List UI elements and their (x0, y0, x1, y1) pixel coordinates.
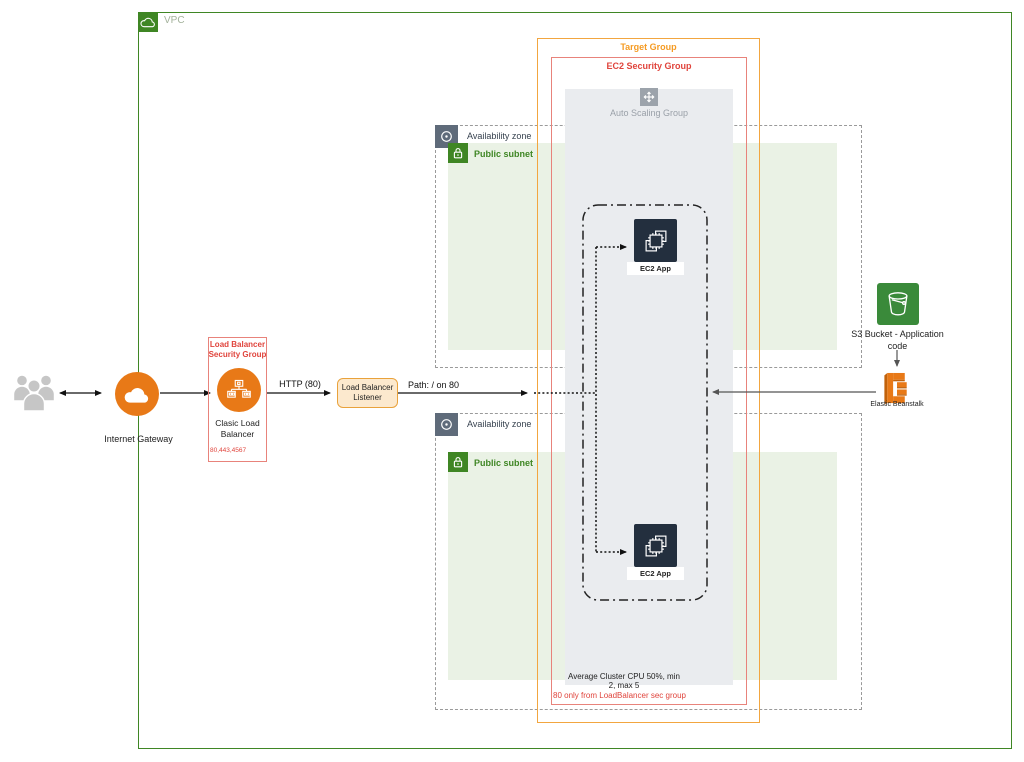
elastic-beanstalk-label: Elastic Beanstalk (870, 401, 924, 408)
lb-ports-label: 80,443,4567 (210, 447, 247, 454)
auto-scaling-group-label: Auto Scaling Group (609, 108, 689, 118)
lb-security-group-label: Load Balancer Security Group (208, 340, 267, 359)
classic-load-balancer-icon (217, 368, 261, 412)
ec2-app-label: EC2 App (627, 567, 684, 580)
public-subnet-lock-icon (448, 452, 468, 472)
public-subnet-lock-icon (448, 143, 468, 163)
internet-gateway-icon (115, 372, 159, 416)
edge-label-path: Path: / on 80 (408, 380, 460, 390)
auto-scaling-policy: Average Cluster CPU 50%, min 2, max 5 (568, 672, 680, 690)
availability-zone-label: Availability zone (467, 419, 532, 429)
edge-label-http: HTTP (80) (279, 379, 321, 389)
ec2-app-icon (634, 524, 677, 567)
ec2-security-group-label: EC2 Security Group (606, 61, 692, 71)
lb-security-group-box (208, 337, 267, 462)
auto-scaling-icon (640, 88, 658, 106)
ec2-security-group-rule: 80 only from LoadBalancer sec group (553, 691, 686, 700)
classic-load-balancer-label: Clasic Load Balancer (215, 418, 260, 440)
target-group-label: Target Group (620, 42, 677, 52)
availability-zone-label: Availability zone (467, 131, 532, 141)
vpc-cloud-icon (138, 12, 158, 32)
s3-bucket-label: S3 Bucket - Application code (851, 329, 944, 352)
internet-gateway-label: Internet Gateway (104, 434, 173, 444)
availability-zone-icon (435, 125, 458, 148)
users-icon (10, 370, 58, 414)
public-subnet-label: Public subnet (474, 149, 534, 159)
ec2-app-label: EC2 App (627, 262, 684, 275)
availability-zone-icon (435, 413, 458, 436)
elastic-beanstalk-icon (877, 372, 917, 405)
ec2-security-group-box (551, 57, 747, 705)
ec2-app-icon (634, 219, 677, 262)
load-balancer-listener: Load Balancer Listener (337, 378, 398, 408)
target-group-box (537, 38, 760, 723)
vpc-label: VPC (164, 15, 185, 26)
public-subnet-label: Public subnet (474, 458, 534, 468)
s3-bucket-icon (877, 283, 919, 325)
